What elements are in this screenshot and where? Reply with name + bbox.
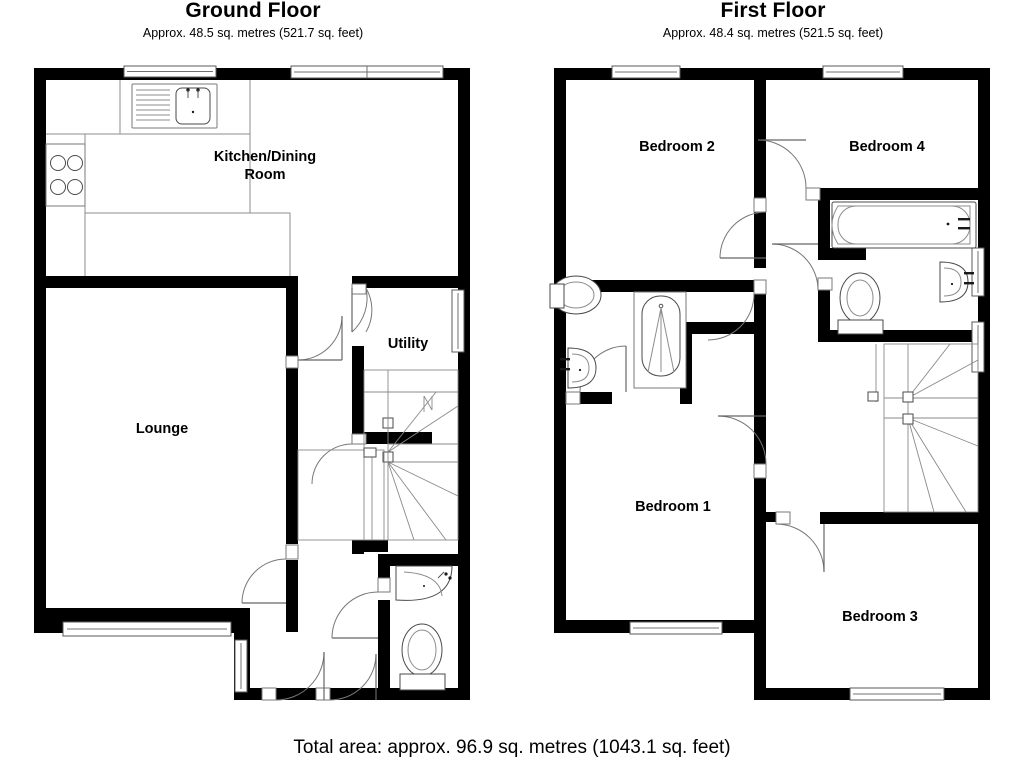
wall-bed1-right-lower bbox=[754, 478, 766, 620]
window-bedroom-2 bbox=[611, 65, 681, 79]
wall-wc-top bbox=[378, 554, 460, 566]
first-step-wall bbox=[754, 620, 766, 700]
wall-wc2-left bbox=[818, 290, 830, 342]
window-bedroom-1 bbox=[629, 621, 723, 635]
window-porch bbox=[234, 639, 248, 693]
first-floor-plan bbox=[520, 0, 1024, 720]
window-bedroom-4 bbox=[822, 65, 904, 79]
door-airing-cupboard bbox=[707, 279, 767, 341]
door-front-entrance bbox=[315, 653, 377, 701]
window-lounge bbox=[62, 621, 232, 637]
ground-floor-plan bbox=[0, 0, 520, 720]
wall-bath-divider bbox=[818, 188, 978, 200]
winder-staircase-ground bbox=[297, 369, 459, 541]
wall-bath-bottom bbox=[818, 248, 866, 260]
door-wc bbox=[331, 577, 391, 639]
wall-wc-left-upper bbox=[378, 554, 390, 580]
ground-left-wall bbox=[34, 68, 46, 633]
first-floor-heading: First Floor Approx. 48.4 sq. metres (521… bbox=[543, 0, 1003, 41]
sink-with-draining-board bbox=[131, 83, 218, 129]
first-left-wall bbox=[554, 68, 566, 633]
door-bedroom-1 bbox=[717, 415, 767, 479]
door-bedroom-3 bbox=[775, 511, 825, 573]
wall-wc-left-lower bbox=[378, 600, 390, 688]
wall-bed3-top bbox=[766, 512, 778, 522]
wall-bed2-bottom bbox=[566, 280, 766, 292]
wall-lounge-right-bottom bbox=[286, 560, 298, 632]
wall-utility-bottom bbox=[352, 432, 432, 444]
door-lounge-hall-lower bbox=[241, 544, 299, 604]
wall-ensuite-bottom-right bbox=[680, 322, 766, 334]
shower-enclosure bbox=[633, 291, 687, 389]
wall-bed2-landing-lower bbox=[754, 210, 766, 268]
door-lounge-hall bbox=[285, 315, 343, 369]
wall-lounge-right-lower bbox=[286, 368, 298, 544]
ground-floor-heading: Ground Floor Approx. 48.5 sq. metres (52… bbox=[23, 0, 483, 41]
toilet-wc bbox=[399, 623, 446, 691]
door-hall-understair bbox=[311, 433, 367, 485]
door-porch-inner bbox=[261, 651, 325, 701]
first-floor-area: Approx. 48.4 sq. metres (521.5 sq. feet) bbox=[662, 26, 884, 40]
wall-bed1-right-upper bbox=[754, 404, 766, 464]
wash-basin-ensuite bbox=[560, 347, 597, 389]
bathtub bbox=[831, 201, 977, 249]
wall-lounge-right-upper bbox=[286, 276, 298, 356]
ground-floor-area: Approx. 48.5 sq. metres (521.7 sq. feet) bbox=[142, 26, 364, 40]
window-dining bbox=[290, 65, 444, 79]
ground-wall-band bbox=[34, 68, 470, 700]
wall-bath-left bbox=[818, 188, 830, 250]
total-area-text: Total area: approx. 96.9 sq. metres (104… bbox=[293, 737, 731, 758]
toilet-ensuite bbox=[549, 275, 602, 315]
wall-landing-vert bbox=[754, 334, 766, 420]
ground-outer-walls bbox=[34, 68, 470, 700]
door-utility bbox=[351, 283, 373, 333]
first-floor-title: First Floor bbox=[720, 0, 826, 22]
wash-basin-bathroom bbox=[939, 261, 974, 303]
door-bedroom-4 bbox=[757, 139, 821, 201]
door-bathroom bbox=[771, 243, 833, 291]
wall-kitchen-lounge bbox=[46, 276, 298, 288]
window-utility bbox=[451, 289, 465, 353]
winder-staircase-first bbox=[867, 343, 979, 513]
wall-bed3-top-right bbox=[820, 512, 978, 524]
ground-floor-title: Ground Floor bbox=[185, 0, 321, 22]
window-bedroom-3 bbox=[849, 687, 945, 701]
hob-four-ring bbox=[45, 143, 86, 207]
corner-wash-basin bbox=[395, 565, 453, 601]
wall-utility-left bbox=[352, 346, 364, 444]
window-kitchen bbox=[123, 65, 217, 78]
first-right-wall bbox=[978, 68, 990, 700]
door-bedroom-2 bbox=[719, 197, 767, 259]
toilet-bathroom bbox=[837, 272, 884, 335]
wall-utility-top bbox=[352, 276, 458, 288]
wall-hall-stub bbox=[352, 540, 388, 552]
